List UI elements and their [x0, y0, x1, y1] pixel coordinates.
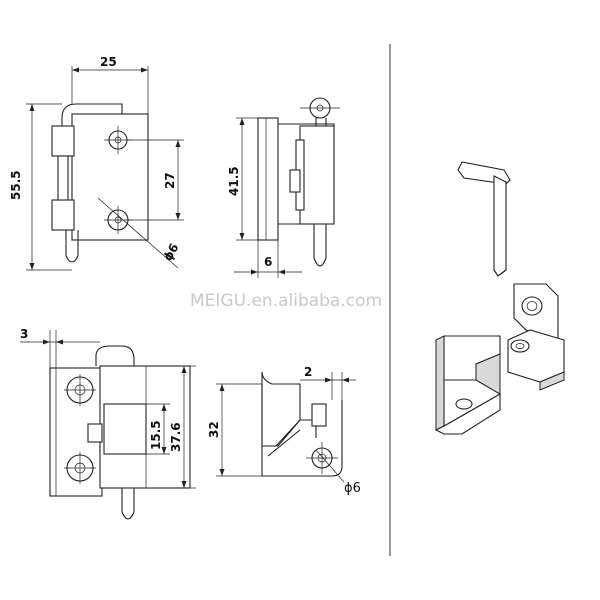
leaf-left-3d	[434, 335, 502, 435]
dim-leaf-height: 32	[207, 421, 221, 438]
leaf-right-3d	[507, 283, 565, 391]
dim-width-top: 25	[100, 55, 117, 69]
side-view	[257, 97, 340, 267]
open-view-dimensions	[20, 330, 196, 489]
dim-slot-height: 15.5	[149, 420, 163, 450]
dim-side-thickness: 6	[264, 255, 272, 269]
dim-side-height: 41.5	[227, 166, 241, 196]
front-view-dimensions	[26, 66, 184, 271]
watermark: MEIGU.en.alibaba.com	[190, 291, 382, 311]
dim-hole-spacing: 27	[163, 172, 177, 189]
dim-hole-dia-front: ϕ6	[160, 241, 181, 264]
open-view	[49, 345, 191, 520]
dim-offset-small: 3	[20, 327, 28, 341]
dim-gap: 2	[304, 365, 312, 379]
leaf-side-view	[261, 371, 343, 477]
leaf-side-view-dimensions	[216, 372, 356, 483]
side-view-dimensions	[234, 117, 302, 278]
dim-height-total: 55.5	[9, 170, 23, 200]
isometric-view	[434, 161, 565, 435]
front-view	[51, 103, 149, 263]
hex-key	[457, 161, 511, 277]
dim-hole-dia-side: ϕ6	[344, 481, 361, 496]
dim-open-height: 37.6	[169, 422, 183, 452]
